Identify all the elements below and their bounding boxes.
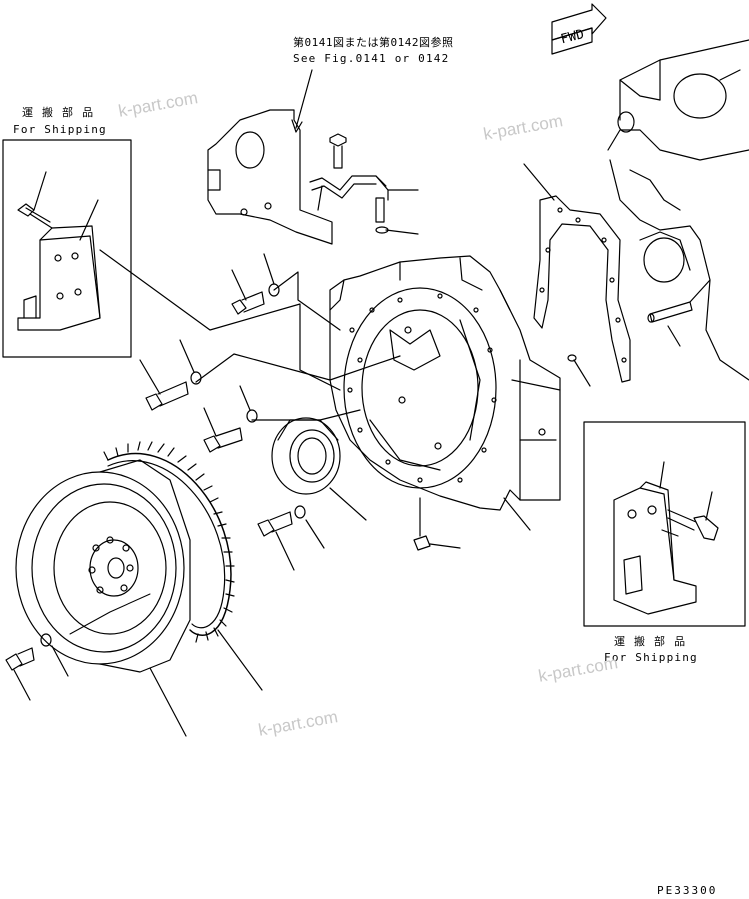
oil-seal bbox=[271, 417, 341, 495]
dowel-small bbox=[567, 354, 577, 362]
bolt-shipping-right bbox=[667, 509, 719, 541]
figure-ref-jp: 第0141図または第0142図参照 bbox=[293, 36, 454, 49]
engine-block bbox=[607, 39, 749, 381]
drawing-code: PE33300 bbox=[657, 884, 718, 897]
shipping-label-top-en: For Shipping bbox=[13, 123, 107, 136]
shipping-bracket-right bbox=[613, 481, 697, 615]
ring-gear bbox=[103, 441, 235, 643]
bolt-lower bbox=[257, 511, 293, 537]
dowel-pin bbox=[647, 301, 693, 323]
flywheel-housing bbox=[329, 255, 561, 511]
washer-middle bbox=[246, 409, 258, 423]
shipping-label-top-jp: 運 搬 部 品 bbox=[22, 106, 95, 119]
bolt-flywheel bbox=[5, 647, 35, 671]
oil-pipe bbox=[309, 175, 389, 223]
fwd-text: FWD bbox=[559, 27, 586, 47]
figure-ref-en: See Fig.0141 or 0142 bbox=[293, 52, 450, 65]
shipping-box-right bbox=[583, 421, 746, 627]
fwd-arrow-icon: FWD bbox=[551, 3, 607, 55]
shipping-box-top-left bbox=[2, 139, 132, 358]
drain-plug bbox=[413, 497, 431, 551]
washer-flywheel bbox=[40, 633, 52, 647]
washer-lower bbox=[294, 505, 306, 519]
washer-top bbox=[375, 226, 389, 234]
bolt-top-center bbox=[329, 133, 347, 169]
shipping-bracket-left bbox=[17, 225, 101, 331]
shipping-label-right-jp: 運 搬 部 品 bbox=[614, 635, 687, 648]
shipping-label-right-en: For Shipping bbox=[604, 651, 698, 664]
gasket bbox=[533, 195, 631, 383]
bolt-middle-left bbox=[145, 381, 189, 411]
bolt-upper bbox=[231, 291, 265, 315]
flywheel bbox=[15, 459, 191, 673]
bolt-middle bbox=[203, 427, 243, 453]
front-cover bbox=[207, 109, 333, 245]
